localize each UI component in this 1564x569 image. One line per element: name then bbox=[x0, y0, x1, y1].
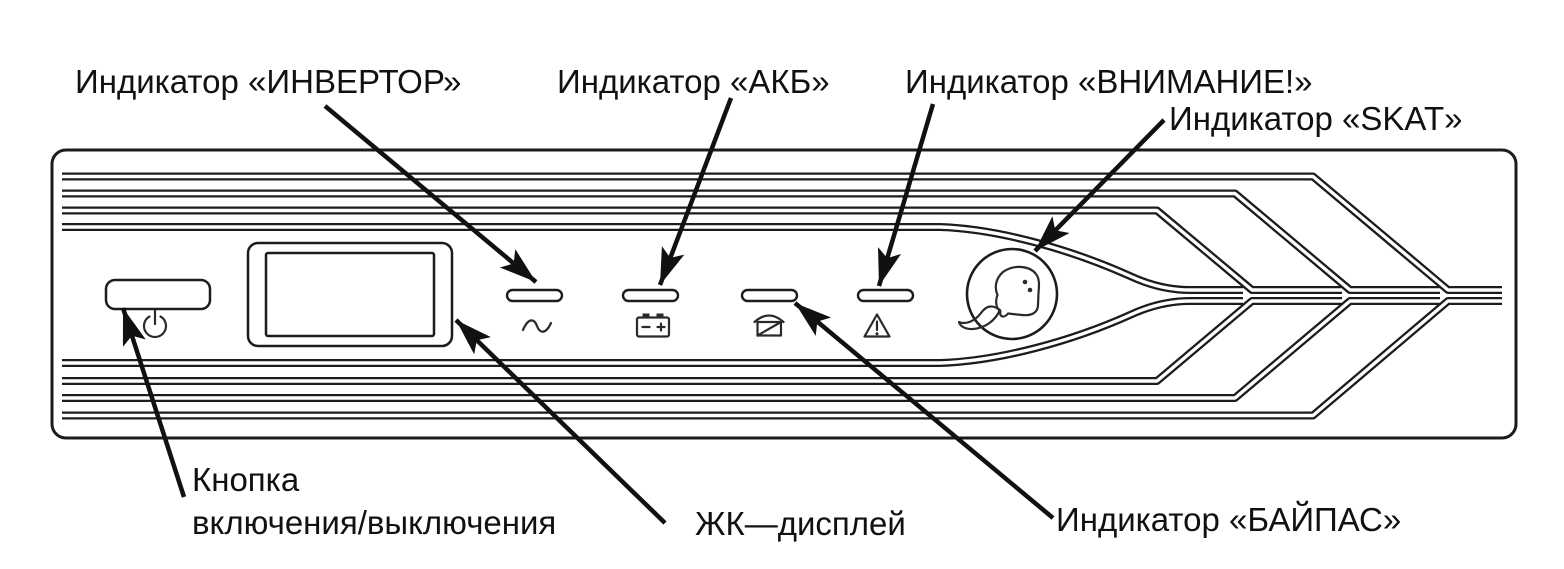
sine-wave-icon bbox=[521, 319, 553, 333]
power-button bbox=[104, 278, 212, 311]
arrow-skat bbox=[1033, 118, 1166, 253]
stingray-icon bbox=[957, 265, 1041, 331]
arrow-power-button bbox=[120, 307, 187, 498]
callout-labels: Индикатор «ИНВЕРТОР» Индикатор «АКБ» Инд… bbox=[75, 63, 1463, 542]
arrow-lcd bbox=[454, 318, 667, 525]
arrow-inverter bbox=[323, 104, 538, 284]
label-skat: Индикатор «SKAT» bbox=[1169, 100, 1463, 137]
label-power-button-line2: включения/выключения bbox=[192, 504, 556, 541]
label-attention: Индикатор «ВНИМАНИЕ!» bbox=[905, 63, 1313, 100]
callout-arrows bbox=[120, 97, 1166, 525]
label-power-button-line1: Кнопка bbox=[192, 461, 300, 498]
label-inverter: Индикатор «ИНВЕРТОР» bbox=[75, 63, 461, 100]
arrow-bypass bbox=[793, 301, 1055, 520]
led-attention bbox=[856, 288, 915, 303]
arrow-battery bbox=[657, 97, 734, 286]
battery-icon bbox=[635, 313, 671, 338]
decor-stripes bbox=[62, 172, 1502, 420]
warning-triangle-icon bbox=[863, 313, 891, 338]
label-lcd: ЖК—дисплей bbox=[695, 505, 906, 542]
bypass-icon bbox=[753, 314, 785, 337]
label-battery: Индикатор «АКБ» bbox=[557, 63, 830, 100]
skat-logo bbox=[957, 247, 1059, 341]
led-bypass bbox=[740, 288, 799, 303]
lcd-display bbox=[246, 241, 454, 348]
arrow-attention bbox=[876, 103, 936, 287]
led-inverter bbox=[505, 288, 564, 303]
label-bypass: Индикатор «БАЙПАС» bbox=[1056, 501, 1401, 538]
led-battery bbox=[621, 288, 680, 303]
